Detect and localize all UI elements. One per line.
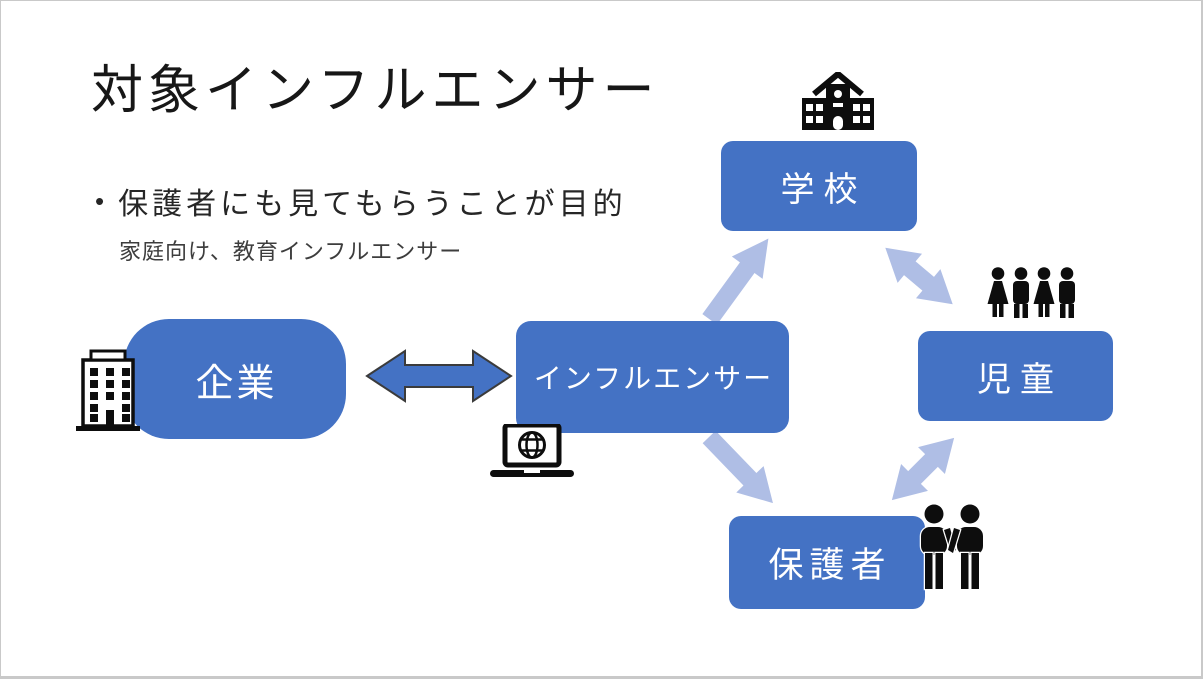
children-group-icon [985, 266, 1079, 326]
arrow-influencer-school [702, 238, 769, 325]
node-company: 企業 [124, 319, 346, 439]
arrow-school-children [885, 247, 953, 305]
school-building-icon [800, 70, 876, 132]
arrow-influencer-parents [702, 430, 773, 504]
laptop-globe-icon [490, 422, 574, 478]
node-influencer: インフルエンサー [516, 321, 789, 433]
parents-couple-icon [917, 503, 989, 591]
bullet-line: • 保護者にも見てもらうことが目的 [95, 179, 627, 223]
bullet-marker: • [95, 185, 105, 216]
arrow-parents-children [891, 437, 955, 501]
bullet-text: 保護者にも見てもらうことが目的 [118, 188, 627, 221]
office-building-icon [76, 344, 148, 432]
node-children-label: 児童 [977, 360, 1063, 399]
node-company-label: 企業 [195, 362, 278, 405]
node-children: 児童 [918, 331, 1113, 421]
bullet-subtext: 家庭向け、教育インフルエンサー [119, 239, 463, 264]
slide-title: 対象インフルエンサー [91, 62, 660, 120]
arrow-company-influencer [365, 349, 513, 403]
node-school-label: 学校 [780, 170, 867, 209]
node-school: 学校 [721, 141, 917, 231]
node-influencer-label: インフルエンサー [533, 363, 774, 394]
node-parents: 保護者 [729, 516, 925, 609]
node-parents-label: 保護者 [768, 546, 892, 585]
